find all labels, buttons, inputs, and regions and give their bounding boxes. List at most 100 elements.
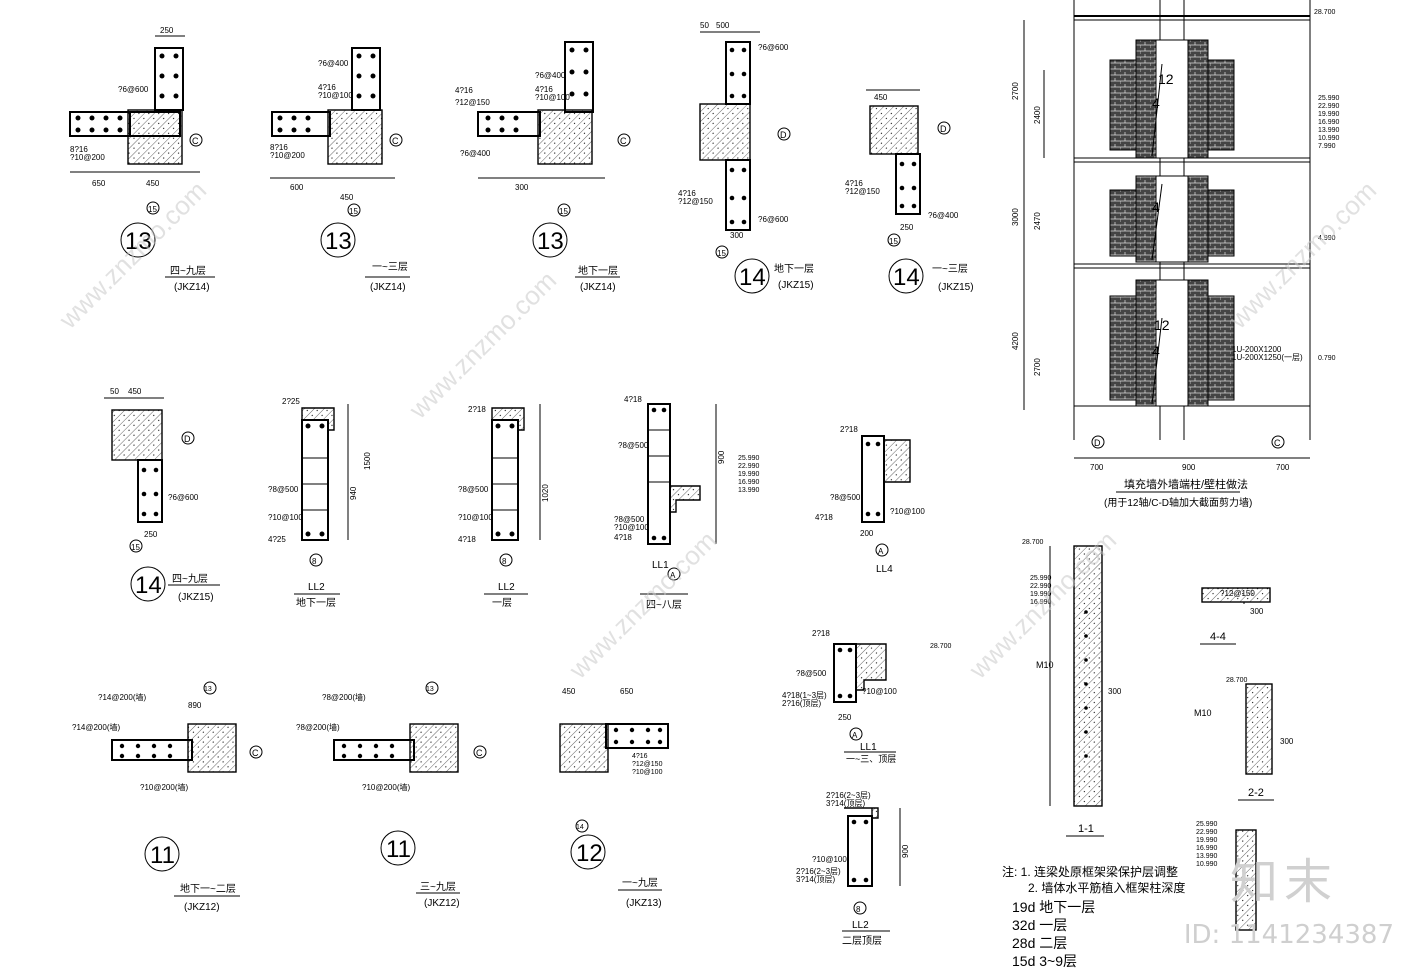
floor-label: 地下一层 xyxy=(296,596,336,609)
beam-spec: 1U-200X1200 xyxy=(1232,345,1282,354)
rebar-label: ?14@200(墙) xyxy=(98,692,146,702)
dim-4200: 4200 xyxy=(1011,332,1020,350)
axis-13: 13 xyxy=(204,686,212,693)
section-1-1: 28.700 25.990 22.990 19.990 16.990 M10 3… xyxy=(1022,539,1122,837)
rebar-label: 4?16 xyxy=(845,179,863,188)
dim-2700: 2700 xyxy=(1011,82,1020,100)
dim-250: 250 xyxy=(900,223,914,232)
detail-number: 14 xyxy=(893,264,920,291)
beam-ll2-floor2-top: 2?16(2~3层) 3?14(顶层) ?10@100 2?16(2~3层) 3… xyxy=(796,791,910,947)
beam-ll2-floor1: 2?18 ?8@500 ?10@100 4?18 1020 8 LL2 一层 xyxy=(458,404,550,609)
rebar-label: ?10@200(墙) xyxy=(362,782,410,792)
elevation: 19.990 xyxy=(1030,591,1052,598)
wall-elevation: 2700 2400 3000 2470 4200 2700 12 4 4 12 … xyxy=(1011,0,1340,509)
rebar-label: ?8@500 xyxy=(268,485,299,494)
axis-d: D xyxy=(780,130,787,140)
elevation: 16.990 xyxy=(1030,599,1052,606)
rebar-label: ?12@150 xyxy=(845,187,880,196)
axis-8: 8 xyxy=(502,557,507,566)
detail-13-floor4-9: 250 650 450 ?6@600 8?16 ?10@200 C 15 13 … xyxy=(69,26,215,293)
dim-900: 900 xyxy=(717,450,726,464)
section-2-2: 28.700 M10 300 2-2 xyxy=(1194,677,1294,801)
axis-a: A xyxy=(878,547,884,556)
detail-14-floor4-9: 50 450 ?6@600 250 D 15 14 四~九层 (JKZ15) xyxy=(104,387,220,603)
rebar-label: ?8@500 xyxy=(796,669,827,678)
watermark-text: www.znzmo.com xyxy=(562,525,722,685)
image-id: ID: 1141234387 xyxy=(1183,920,1394,950)
floor-label: 一~九层 xyxy=(622,877,658,889)
rebar-label: 4?18 xyxy=(614,533,632,542)
rebar-label: ?10@100 xyxy=(632,769,663,776)
floor-label: 一~三层 xyxy=(372,261,408,273)
axis-c: C xyxy=(392,136,399,146)
note-line: 注: 1. 连梁处原框架梁保护层调整 xyxy=(1002,864,1178,879)
detail-11-basement: ?14@200(墙) ?14@200(墙) ?10@200(墙) 890 13 … xyxy=(72,681,263,913)
wall-mark: 4 xyxy=(1152,95,1160,111)
beam-id: LL4 xyxy=(876,564,893,575)
floor-label: 一~三层 xyxy=(932,263,968,275)
elevation: 16.990 xyxy=(1318,119,1340,126)
rebar-label: ?6@600 xyxy=(168,493,199,502)
section-title: 2-2 xyxy=(1248,787,1264,799)
wall-mark: 4 xyxy=(1152,199,1160,215)
dim-450: 450 xyxy=(874,93,888,102)
beam-id: LL2 xyxy=(498,582,515,593)
elevation: 4.990 xyxy=(1318,235,1336,242)
rebar-label: ?8@500 xyxy=(618,441,649,450)
detail-number: 14 xyxy=(135,572,162,599)
dim-1500: 1500 xyxy=(363,452,372,470)
dim-650: 650 xyxy=(620,687,634,696)
axis-8: 8 xyxy=(856,905,861,914)
dim-2700: 2700 xyxy=(1033,358,1042,376)
rebar-label: ?8@200(墙) xyxy=(296,722,340,732)
detail-14-floor1-3: 450 4?16 ?12@150 ?6@400 250 D 15 14 一~三层… xyxy=(845,89,974,294)
rebar-label: ?12@150 xyxy=(678,197,713,206)
elevation: 13.990 xyxy=(1318,127,1340,134)
axis-d: D xyxy=(940,124,947,134)
detail-number: 13 xyxy=(537,228,564,255)
detail-number: 14 xyxy=(739,264,766,291)
column-id: (JKZ15) xyxy=(778,280,814,291)
rebar-label: ?10@200(墙) xyxy=(140,782,188,792)
rebar-label: ?6@400 xyxy=(928,211,959,220)
rebar-label: ?10@100 xyxy=(812,855,847,864)
wall-mark: 4 xyxy=(1152,343,1160,359)
detail-number: 12 xyxy=(576,840,603,867)
rebar-label: 3?14(顶层) xyxy=(826,799,865,808)
detail-number: 13 xyxy=(125,228,152,255)
rebar-label: ?12@150 xyxy=(455,98,490,107)
column-id: (JKZ12) xyxy=(424,898,460,909)
rebar-label: 4?16 xyxy=(318,83,336,92)
rebar-label: ?12@150 xyxy=(1220,589,1255,598)
axis-15: 15 xyxy=(889,237,898,246)
dim-250: 250 xyxy=(838,713,852,722)
dim-200: 200 xyxy=(860,529,874,538)
section-title: 1-1 xyxy=(1078,823,1094,835)
dim-50: 50 xyxy=(110,387,119,396)
watermark-text: www.znzmo.com xyxy=(52,175,212,335)
dim-890: 890 xyxy=(188,701,202,710)
detail-13-floor1-3: ?6@400 4?16 ?10@100 8?16 ?10@200 600 450… xyxy=(270,47,410,293)
rebar-label: 2?16(2~3层) xyxy=(796,867,841,876)
rebar-label: ?6@600 xyxy=(758,43,789,52)
rebar-label: ?10@100 xyxy=(862,687,897,696)
rebar-label: ?10@100 xyxy=(458,513,493,522)
floor-label: 三~九层 xyxy=(420,881,456,893)
rebar-label: ?6@600 xyxy=(758,215,789,224)
axis-15: 15 xyxy=(148,205,157,214)
elevation: 22.990 xyxy=(1030,583,1052,590)
dim-300: 300 xyxy=(730,231,744,240)
rebar-label: 4?16 xyxy=(455,86,473,95)
detail-title: 填充墙外墙端柱/壁柱做法 xyxy=(1124,477,1248,491)
elevation: 10.990 xyxy=(1196,861,1218,868)
dim-50: 50 xyxy=(700,21,709,30)
floor-label: 一层 xyxy=(492,597,512,609)
elevation: 28.700 xyxy=(1022,539,1044,546)
rebar-label: 2?18 xyxy=(812,629,830,638)
note-line: 15d 3~9层 xyxy=(1012,953,1077,969)
column-id: (JKZ14) xyxy=(174,282,210,293)
dim-450: 450 xyxy=(146,179,160,188)
beam-spec: 1U-200X1250(一层) xyxy=(1232,353,1303,362)
rebar-label: 2?18 xyxy=(468,405,486,414)
axis-c: C xyxy=(1274,438,1281,448)
